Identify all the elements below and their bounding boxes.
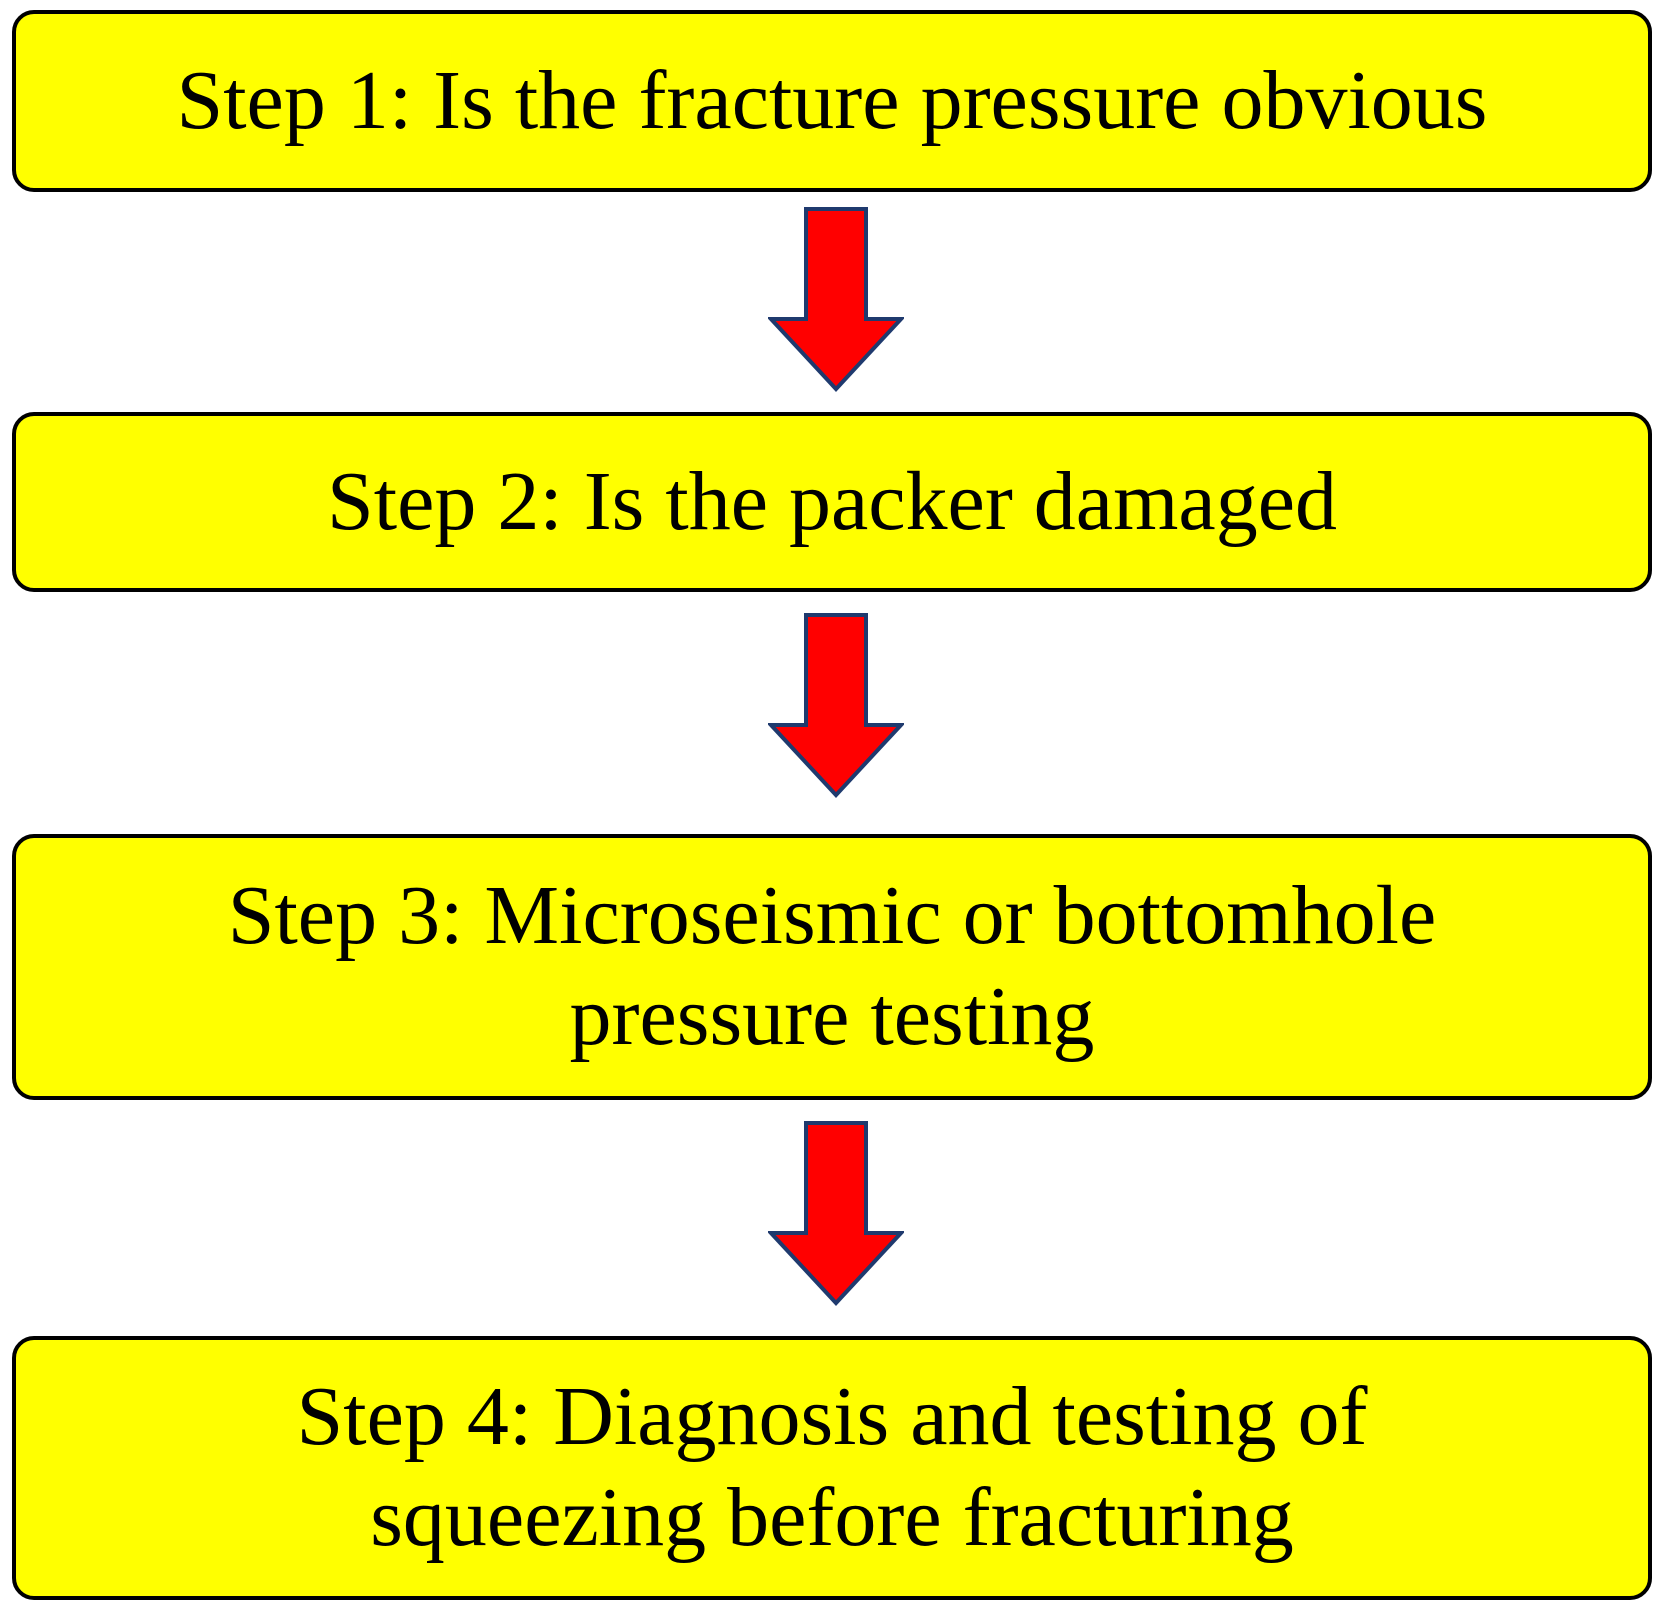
step-3-label: Step 3: Microseismic or bottomhole press… [227, 869, 1437, 1063]
step-4-box: Step 4: Diagnosis and testing of squeezi… [12, 1336, 1652, 1600]
step-2-label: Step 2: Is the packer damaged [327, 454, 1337, 548]
step-1-label: Step 1: Is the fracture pressure obvious [176, 53, 1488, 147]
step-3-box: Step 3: Microseismic or bottomhole press… [12, 834, 1652, 1100]
step-2-box: Step 2: Is the packer damaged [12, 412, 1652, 592]
step-4-label: Step 4: Diagnosis and testing of squeezi… [296, 1370, 1368, 1564]
step-1-box: Step 1: Is the fracture pressure obvious [12, 10, 1652, 192]
down-arrow-icon [768, 612, 904, 798]
down-arrow-icon [768, 1120, 904, 1306]
down-arrow-icon [768, 206, 904, 392]
